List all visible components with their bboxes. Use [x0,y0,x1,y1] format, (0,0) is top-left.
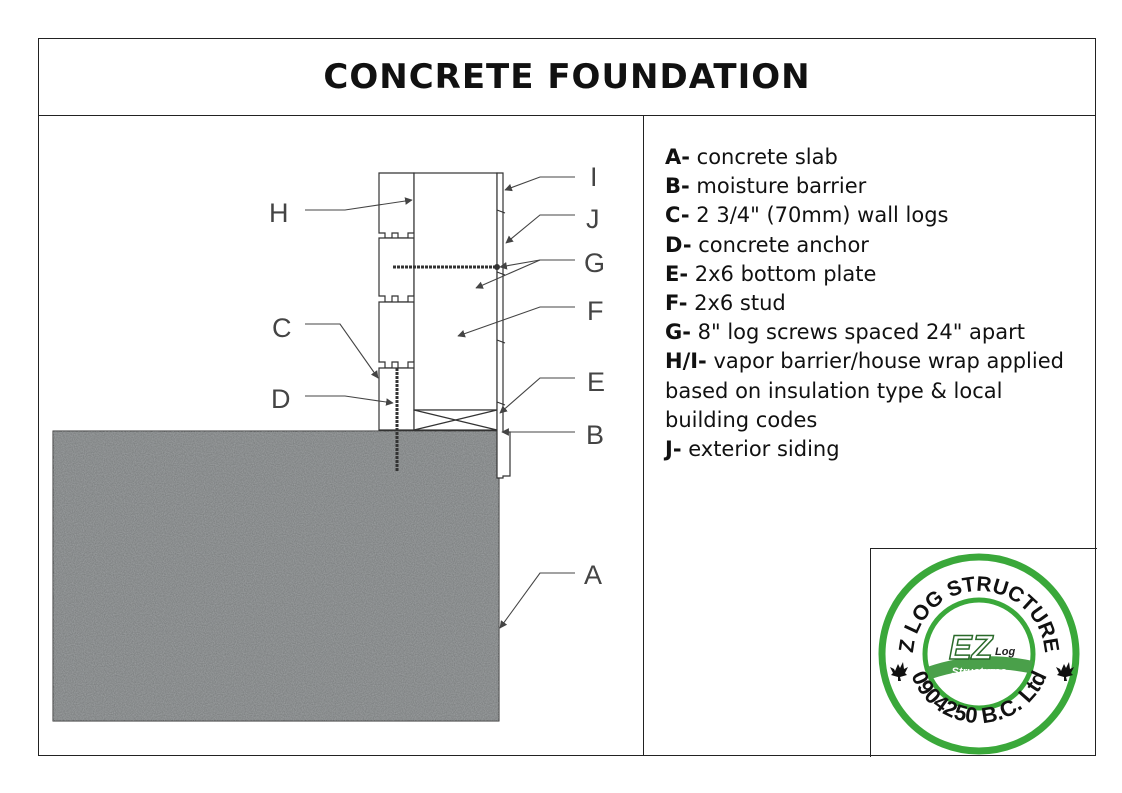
logo-badge-main: EZ [949,629,994,667]
title-block: CONCRETE FOUNDATION [39,39,1095,116]
legend-item-b: B- moisture barrier [665,174,867,199]
legend-item-g: G- 8" log screws spaced 24" apart [665,320,1025,345]
company-logo: EZ LOG STRUCTURES 0904250 B.C. Ltd EZ Lo… [864,531,1080,755]
callout-f: F [587,296,604,326]
logo-inner-ring [922,597,1036,711]
legend-item-f: F- 2x6 stud [665,291,786,316]
callout-g: G [584,248,605,278]
legend-item-e: E- 2x6 bottom plate [665,261,877,286]
leader-e [499,377,575,414]
page-title: CONCRETE FOUNDATION [323,57,811,97]
legend: A- concrete slab B- moisture barrier C- … [665,143,1095,464]
exterior-siding [496,172,511,479]
maple-leaf-icon-left [890,662,908,681]
callout-i: I [590,162,598,192]
logo-badge-sub: Structures [951,666,1006,678]
maple-leaf-icon-right [1056,662,1074,681]
legend-item-j: J- exterior siding [665,437,840,462]
callout-h: H [269,198,289,228]
log-screw [393,264,500,270]
drawing-sheet: CONCRETE FOUNDATION A- concrete slab B- … [38,38,1097,757]
callout-j: J [586,204,600,234]
callout-b: B [586,420,604,450]
callout-d: D [271,384,291,414]
leader-h [305,197,413,211]
callout-e: E [587,367,605,397]
foundation-section-drawing: I H J G F C E D B A [52,162,605,722]
bottom-plate-cross-2 [413,409,498,431]
leader-d [305,395,394,406]
stud-wall [413,172,498,431]
legend-item-a: A- concrete slab [665,145,838,169]
logo-block: EZ LOG STRUCTURES 0904250 B.C. Ltd EZ Lo… [864,531,1097,757]
callout-c: C [272,313,292,343]
leader-c [305,323,379,379]
concrete-slab [52,430,500,722]
logo-badge: EZ Log Structures [927,628,1033,679]
panel-divider [643,115,644,756]
legend-item-d: D- concrete anchor [665,232,869,257]
legend-item-c: C- 2 3/4" (70mm) wall logs [665,203,949,228]
callout-a: A [584,560,602,590]
leader-a [499,572,575,629]
wall-logs [378,172,415,431]
logo-badge-small: Log [995,646,1015,658]
logo-swoosh [927,656,1033,679]
leader-f [457,306,575,338]
leader-j [505,214,575,244]
leader-i [504,176,575,192]
leader-g2 [475,259,541,289]
legend-item-hi: H/I- vapor barrier/house wrap applied ba… [665,349,1064,432]
